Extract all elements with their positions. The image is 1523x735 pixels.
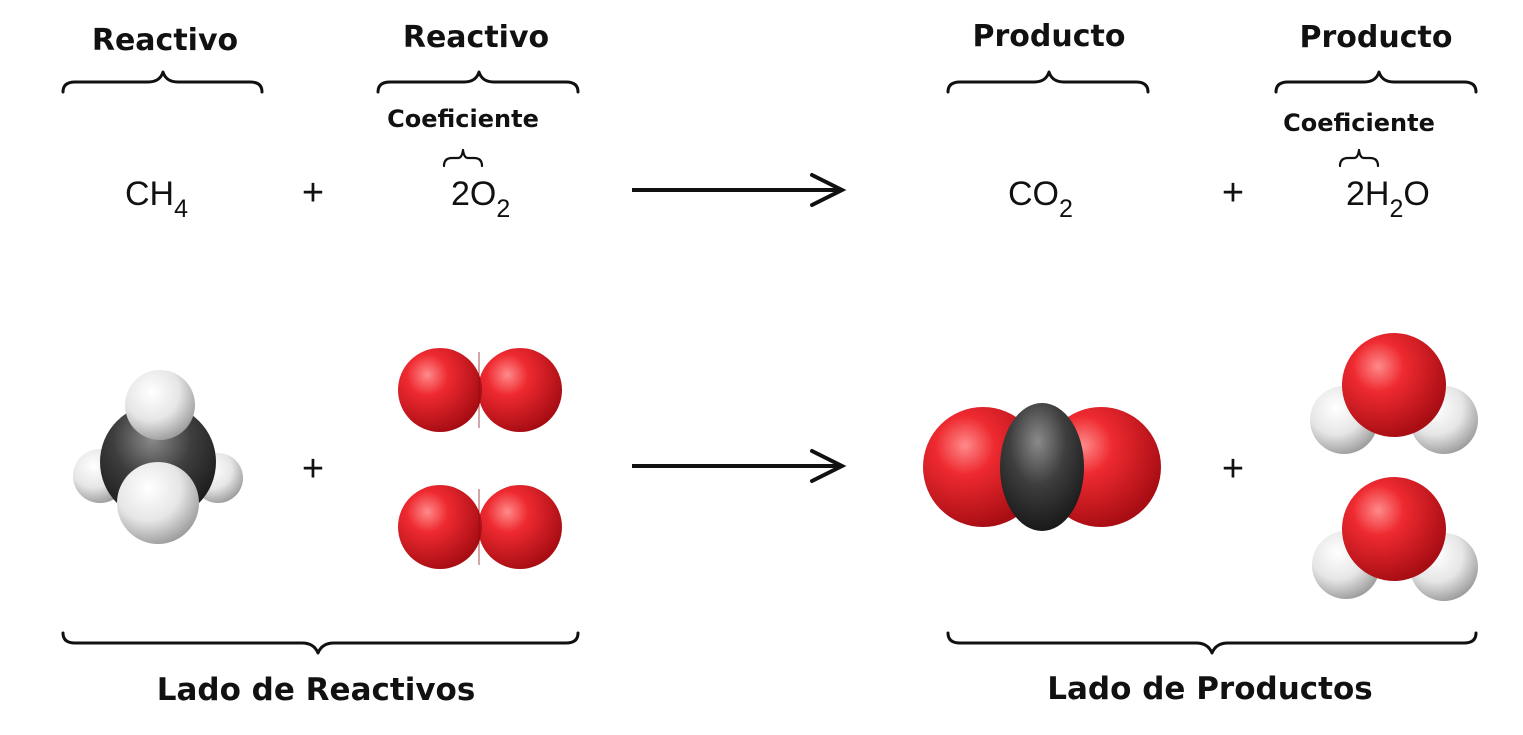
product-brace-2 [1274,70,1478,94]
reactant-brace-1 [61,70,264,94]
products-side-brace [946,631,1478,655]
methane-molecule [73,370,243,544]
coefficient-brace-reactant [442,148,484,168]
product-brace-1 [946,70,1150,94]
reactants-side-label: Lado de Reactivos [157,672,476,708]
reaction-arrow-bottom [632,449,847,483]
formula-carbon-dioxide: CO2 [1008,175,1073,223]
oxygen-molecule-2 [398,485,562,569]
reaction-arrow-top [632,173,847,207]
formula-water: 2H2O [1346,175,1430,223]
reactant-brace-2 [376,70,580,94]
plus-sign-molecules-reactants: + [302,448,324,490]
reactant-label-2: Reactivo [403,20,549,55]
plus-sign-reactants: + [302,172,324,214]
plus-sign-molecules-products: + [1222,448,1244,490]
coefficient-label-product: Coeficiente [1283,109,1435,137]
reactant-label-1: Reactivo [92,23,238,58]
products-side-label: Lado de Productos [1047,671,1372,707]
product-label-2: Producto [1300,20,1453,55]
oxygen-molecule-1 [398,348,562,432]
water-molecule-2 [1312,477,1478,601]
coefficient-label-reactant: Coeficiente [387,105,539,133]
product-label-1: Producto [973,19,1126,54]
reactants-side-brace [61,631,580,655]
carbon-dioxide-molecule [923,403,1161,531]
plus-sign-products: + [1222,172,1244,214]
water-molecule-1 [1310,333,1478,454]
formula-methane: CH4 [125,175,188,223]
coefficient-brace-product [1338,148,1380,168]
methane-hydrogen-top [125,370,195,440]
co2-carbon [1000,403,1084,531]
formula-oxygen: 2O2 [451,175,510,223]
methane-hydrogen-front [117,462,199,544]
